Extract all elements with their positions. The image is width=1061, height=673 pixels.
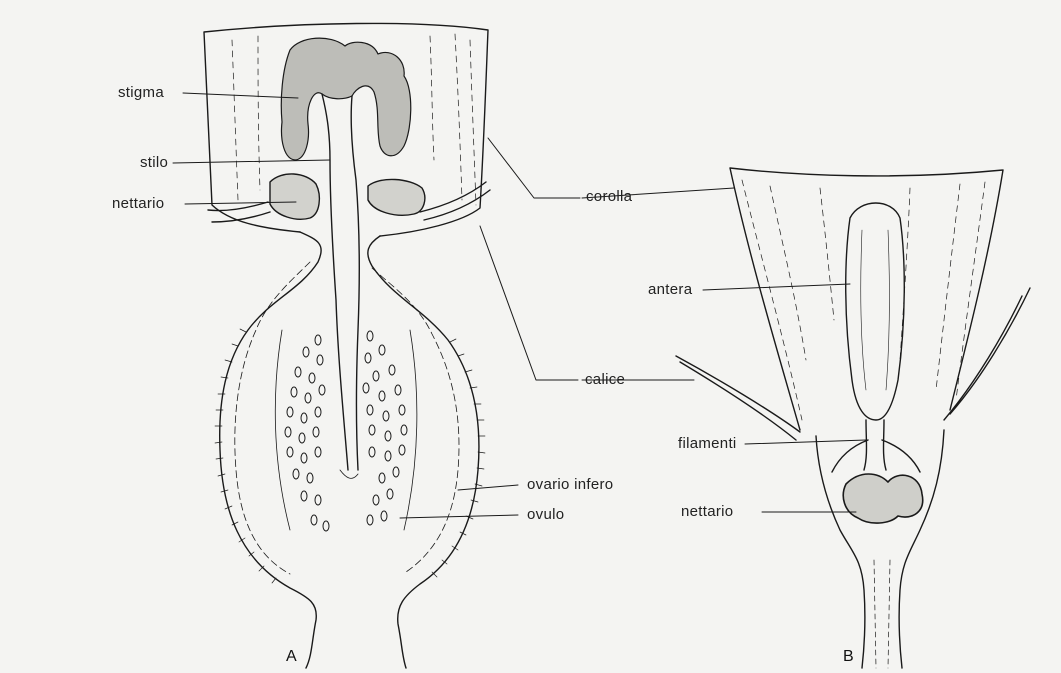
ovules-a: [285, 331, 407, 531]
style-a: [322, 94, 359, 470]
calyx-a: [208, 182, 490, 222]
label-stigma: stigma: [118, 84, 164, 102]
nectary-b: [843, 474, 922, 523]
label-filamenti: filamenti: [678, 435, 737, 453]
filaments-b: [832, 420, 920, 472]
ovary-a-outline: [220, 232, 479, 668]
flower-b: [676, 168, 1030, 668]
label-ovulo: ovulo: [527, 506, 564, 524]
stigma-lobes: [281, 38, 410, 160]
flower-a: [204, 23, 490, 668]
figure-letter-b: B: [843, 648, 854, 666]
label-nettario-a: nettario: [112, 195, 164, 213]
nectary-a-right: [368, 179, 425, 215]
nectary-a-left: [270, 174, 319, 219]
label-nettario-b: nettario: [681, 503, 733, 521]
label-corolla: corolla: [586, 188, 632, 206]
corolla-b: [730, 168, 1003, 430]
calyx-b: [676, 288, 1030, 440]
label-ovario-infero: ovario infero: [527, 476, 613, 494]
label-antera: antera: [648, 281, 692, 299]
label-calice: calice: [585, 371, 625, 389]
anther-b: [846, 203, 905, 420]
figure-letter-a: A: [286, 648, 297, 666]
label-stilo: stilo: [140, 154, 168, 172]
